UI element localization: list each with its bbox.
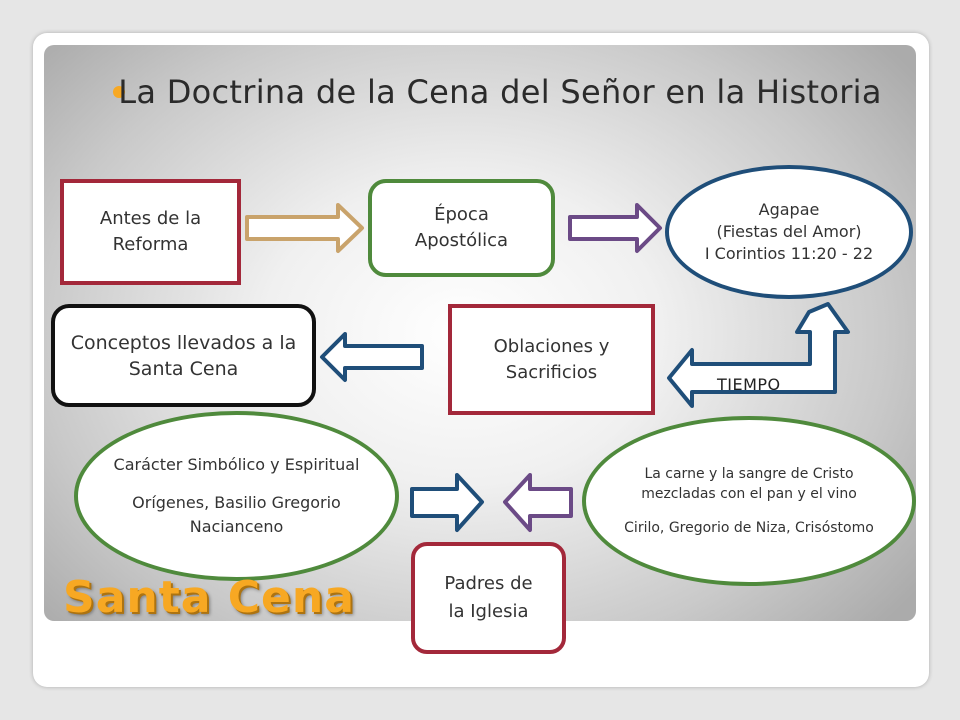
node-epoca-text: Época Apostólica xyxy=(414,204,509,251)
node-conceptos-text: Conceptos llevados a la Santa Cena xyxy=(70,331,297,380)
tiempo-label: TIEMPO xyxy=(717,375,781,394)
carne-line-1: La carne y la sangre de Cristo mezcladas… xyxy=(641,466,857,502)
node-antes-de-la-reforma: Antes de la Reforma xyxy=(60,179,241,285)
arrow-epoca-to-agapae xyxy=(568,203,662,253)
agapae-line-3: I Corintios 11:20 - 22 xyxy=(704,244,874,263)
arrow-oblaciones-to-conceptos xyxy=(320,332,424,382)
node-epoca-apostolica: Época Apostólica xyxy=(368,179,555,277)
node-caracter-simbolico: Carácter Simbólico y Espiritual Orígenes… xyxy=(74,411,399,581)
title-bullet xyxy=(113,86,125,98)
node-oblaciones-text: Oblaciones y Sacrificios xyxy=(493,335,610,383)
arrow-antes-to-epoca xyxy=(245,203,364,253)
node-conceptos: Conceptos llevados a la Santa Cena xyxy=(51,304,316,407)
carne-line-2: Cirilo, Gregorio de Niza, Crisóstomo xyxy=(624,520,874,536)
agapae-line-2: (Fiestas del Amor) xyxy=(716,222,862,241)
agapae-line-1: Agapae xyxy=(758,200,820,219)
node-antes-text: Antes de la Reforma xyxy=(99,208,202,255)
node-agapae: Agapae (Fiestas del Amor) I Corintios 11… xyxy=(665,165,913,299)
brand-title: Santa Cena xyxy=(63,572,355,623)
simbolico-line-1: Carácter Simbólico y Espiritual xyxy=(113,455,360,474)
simbolico-line-2: Orígenes, Basilio Gregorio Nacianceno xyxy=(132,493,341,536)
node-oblaciones: Oblaciones y Sacrificios xyxy=(448,304,655,415)
arrow-simbolico-to-padres xyxy=(410,473,484,532)
arrow-tiempo-bent xyxy=(667,302,850,408)
node-padres-text: Padres de la Iglesia xyxy=(444,573,533,622)
node-padres-de-la-iglesia: Padres de la Iglesia xyxy=(411,542,566,654)
arrow-carne-to-padres xyxy=(503,473,573,532)
slide-title: La Doctrina de la Cena del Señor en la H… xyxy=(118,73,882,111)
node-carne-y-sangre: La carne y la sangre de Cristo mezcladas… xyxy=(582,416,916,586)
